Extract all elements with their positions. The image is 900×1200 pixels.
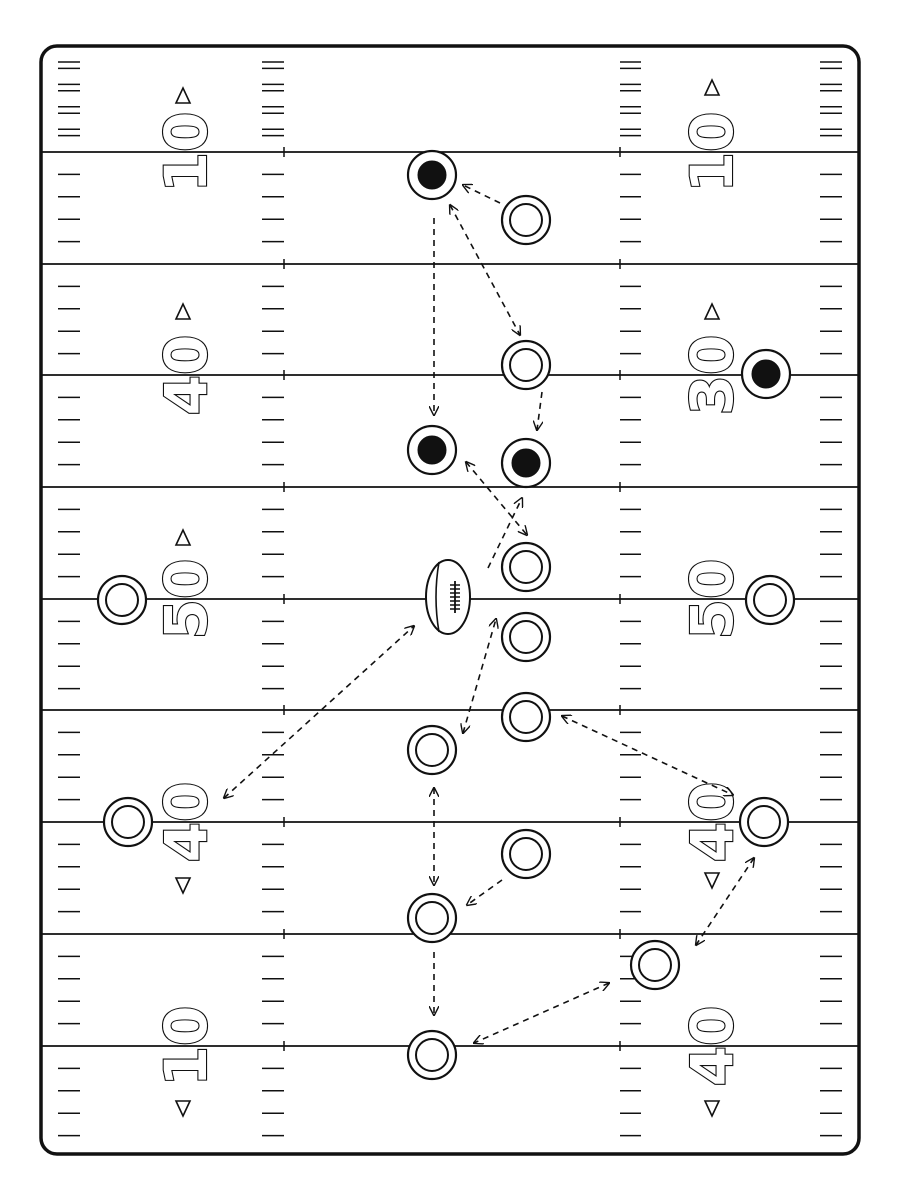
offense-player-icon — [500, 828, 552, 880]
offense-player-inner-ring — [509, 550, 543, 584]
offense-player-icon — [500, 541, 552, 593]
direction-triangle-icon — [174, 877, 192, 895]
direction-triangle-icon — [703, 302, 721, 320]
defense-player-icon — [406, 424, 458, 476]
route-arrow-5 — [466, 462, 527, 535]
offense-player-inner-ring — [509, 620, 543, 654]
offense-player-icon — [406, 892, 458, 944]
direction-triangle-icon — [174, 86, 192, 104]
defense-player-icon — [740, 348, 792, 400]
offense-player-inner-ring — [509, 700, 543, 734]
routes — [224, 185, 754, 1043]
right-yard-number-4: 40 — [678, 782, 746, 863]
defense-player-fill — [511, 448, 541, 478]
football-seam — [435, 561, 440, 633]
left-yard-number-4: 40 — [152, 782, 220, 863]
route-arrow-9 — [562, 716, 733, 795]
offense-player-inner-ring — [509, 837, 543, 871]
offense-player-inner-ring — [509, 203, 543, 237]
route-arrow-14 — [474, 983, 609, 1043]
direction-triangle-icon — [703, 78, 721, 96]
route-arrow-7 — [224, 626, 414, 798]
offense-player-icon — [744, 574, 796, 626]
offense-player-icon — [406, 724, 458, 776]
right-yard-number-1: 10 — [678, 112, 746, 193]
defense-player-icon — [406, 149, 458, 201]
offense-player-icon — [500, 339, 552, 391]
offense-player-inner-ring — [415, 901, 449, 935]
offense-player-icon — [96, 574, 148, 626]
right-yard-number-3: 50 — [678, 559, 746, 640]
route-arrow-8 — [463, 619, 496, 733]
offense-player-inner-ring — [747, 805, 781, 839]
offense-player-icon — [738, 796, 790, 848]
offense-player-inner-ring — [509, 348, 543, 382]
defense-player-fill — [417, 160, 447, 190]
left-yard-number-1: 10 — [152, 112, 220, 193]
offense-player-icon — [406, 1029, 458, 1081]
route-arrow-6 — [487, 498, 522, 569]
direction-triangle-icon — [174, 302, 192, 320]
players — [96, 149, 796, 1081]
offense-player-icon — [102, 796, 154, 848]
defense-player-fill — [751, 359, 781, 389]
football-icon — [425, 559, 471, 635]
route-arrow-1 — [463, 185, 501, 204]
direction-triangle-icon — [703, 1100, 721, 1118]
left-yard-numbers: 10 40 50 40 10 — [151, 111, 221, 1088]
left-yard-number-3: 50 — [152, 559, 220, 640]
offense-player-icon — [500, 611, 552, 663]
offense-player-inner-ring — [111, 805, 145, 839]
offense-player-icon — [500, 194, 552, 246]
offense-player-inner-ring — [105, 583, 139, 617]
route-arrow-2 — [450, 205, 520, 335]
offense-player-inner-ring — [415, 1038, 449, 1072]
defense-player-icon — [500, 437, 552, 489]
defense-player-fill — [417, 435, 447, 465]
football-body — [425, 559, 471, 635]
offense-player-icon — [629, 939, 681, 991]
right-yard-number-2: 30 — [678, 335, 746, 416]
offense-player-inner-ring — [415, 733, 449, 767]
offense-player-icon — [500, 691, 552, 743]
left-yard-number-5: 10 — [152, 1006, 220, 1087]
offense-player-inner-ring — [753, 583, 787, 617]
left-yard-number-2: 40 — [152, 335, 220, 416]
offense-player-inner-ring — [638, 948, 672, 982]
route-arrow-11 — [467, 879, 503, 905]
direction-triangle-icon — [174, 528, 192, 546]
right-yard-number-5: 40 — [678, 1006, 746, 1087]
direction-triangle-icon — [174, 1100, 192, 1118]
